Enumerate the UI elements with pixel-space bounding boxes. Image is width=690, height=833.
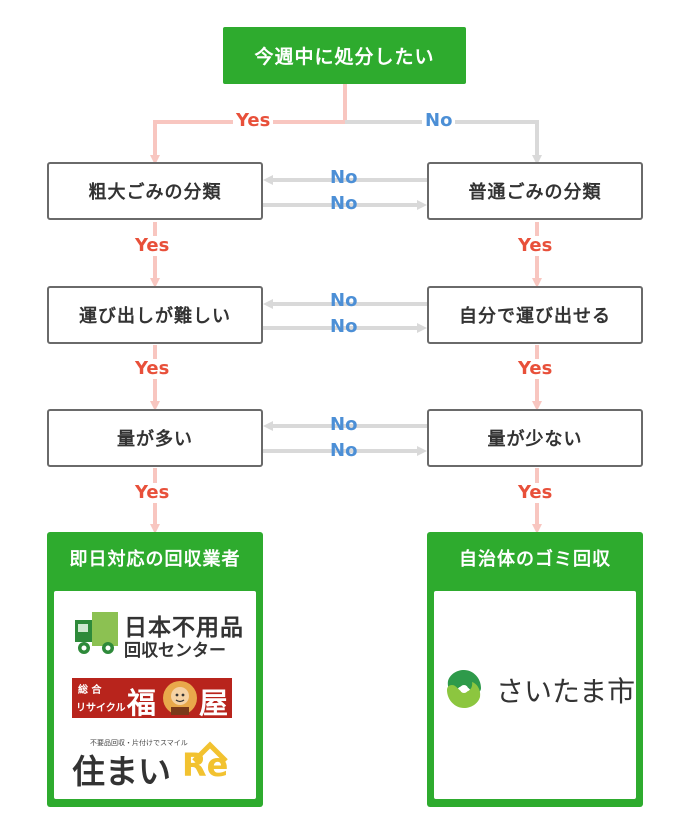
saitama-logo-text: さいたま市 [496,675,636,708]
right-box-regular-waste: 普通ごみの分類 [427,162,643,220]
yes-label-right-3: Yes [518,482,553,503]
no-label-row1-bottom: No [330,193,358,214]
logo3-tagline: 不要品回収・片付けでスマイル [90,739,188,747]
result-title-collection-companies: 即日対応の回収業者 [69,549,241,570]
start-node: 今週中に処分したい [223,27,466,84]
no-label-row1-top: No [330,167,358,188]
yes-label-right-2: Yes [518,358,553,379]
logo2-char1: 福 [127,686,157,720]
logo-fukuya[interactable]: 総 合 リサイクル 福 屋 [72,678,232,720]
result-title-municipal-collection: 自治体のゴミ回収 [459,549,611,570]
mascot-icon [163,681,197,715]
left-box-large-amount: 量が多い [47,409,263,467]
left-box-hard-to-carry: 運び出しが難しい [47,286,263,344]
yes-label-left-3: Yes [135,482,170,503]
logo-nihon-fuyouhin[interactable]: 日本不用品 回収センター [72,606,243,661]
no-label-row3-bottom: No [330,440,358,461]
roof-icon [192,741,228,763]
yes-label-left-2: Yes [135,358,170,379]
logo3-re: Re [182,746,229,784]
logo-saitama-city[interactable]: さいたま市 [442,666,635,712]
logo1-line2: 回収センター [124,641,226,661]
no-label-row2-bottom: No [330,316,358,337]
right-box-small-amount: 量が少ない [427,409,643,467]
no-label-row2-top: No [330,290,358,311]
truck-icon [75,612,118,654]
yes-label-start: Yes [233,111,274,131]
logo3-text: 住まい [72,752,171,791]
logo-sumai-re[interactable]: 不要品回収・片付けでスマイル 住まい Re [72,738,242,791]
logo2-small-top: 総 合 [78,685,102,696]
left-box-bulky-waste: 粗大ごみの分類 [47,162,263,220]
no-label-start: No [422,111,456,131]
saitama-emblem-icon [447,670,481,708]
yes-label-left-1: Yes [135,235,170,256]
logo2-char2: 屋 [199,686,229,720]
logo1-line1: 日本不用品 [124,615,244,641]
right-box-can-carry: 自分で運び出せる [427,286,643,344]
yes-label-right-1: Yes [518,235,553,256]
logo2-small-bottom: リサイクル [76,703,126,714]
no-connector-start [345,120,542,165]
no-label-row3-top: No [330,414,358,435]
